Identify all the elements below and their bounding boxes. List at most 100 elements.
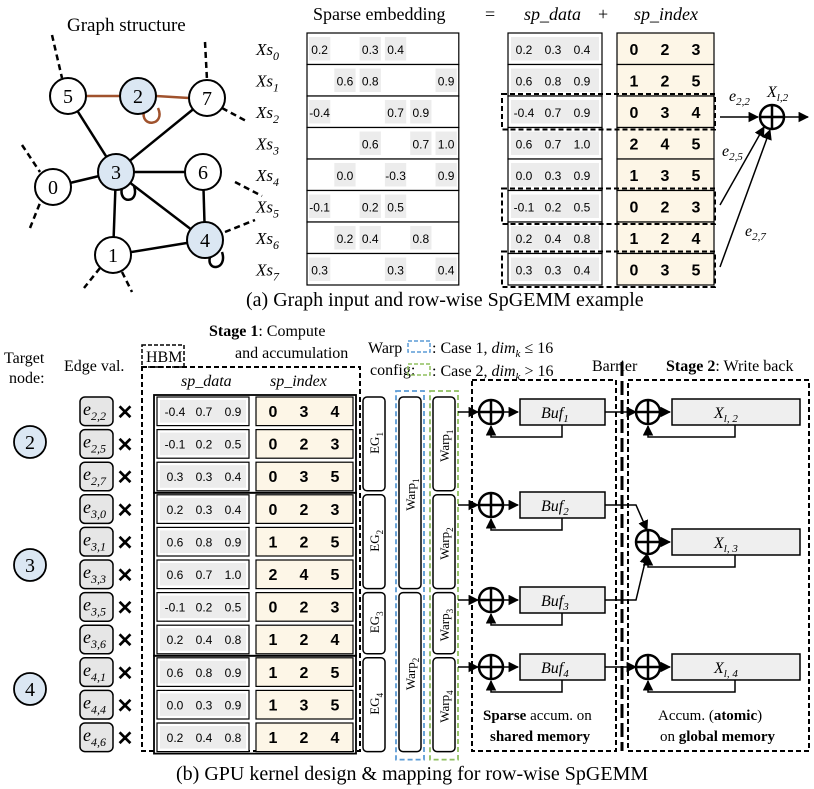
hbm-sp-data-bg	[160, 563, 246, 586]
edge-value-e4-4: e4,4	[83, 692, 106, 716]
sparse-value: 1.0	[438, 138, 455, 152]
hbm-sp-index-header: sp_index	[270, 373, 327, 390]
sp-data-value: 1.0	[574, 138, 591, 152]
sp-data-value: 0.9	[574, 75, 591, 89]
edge-group-box	[362, 396, 386, 492]
sparse-value: 0.9	[438, 75, 455, 89]
edge-value-box	[79, 396, 114, 427]
aggregation-arrows: e2,2e2,5e2,7 Xl,2	[719, 84, 810, 268]
output-box	[671, 528, 801, 556]
graph-node-7	[188, 79, 226, 117]
sp-data-bg	[511, 163, 599, 187]
hbm-sp-index-row	[255, 494, 354, 524]
hbm-sp-index-value: 3	[331, 437, 340, 454]
sp-index-value: 0	[630, 200, 639, 217]
buffer-2: Buf2	[541, 498, 569, 518]
graph-node-label-2: 2	[133, 86, 143, 108]
graph-node-label-6: 6	[198, 162, 208, 184]
sparse-cell	[334, 68, 356, 92]
hbm-sp-data-value: 0.4	[196, 633, 213, 647]
row-label-xs7: Xs7	[255, 261, 280, 284]
sparse-cell	[410, 131, 432, 155]
sp-data-bg	[511, 131, 599, 155]
stage2-label: Stage 2: Write back	[666, 358, 793, 375]
warp-case2-2: Warp2	[437, 527, 455, 559]
sp-index-row	[616, 189, 715, 223]
multiply-icon: ✕	[117, 565, 134, 587]
hbm-sp-data-value: 0.3	[196, 698, 213, 712]
hbm-sp-data-value: 0.2	[196, 438, 213, 452]
hbm-sp-index-value: 3	[331, 502, 340, 519]
sp-index-value: 3	[692, 200, 701, 217]
stage1-label: Stage 1: Compute	[209, 323, 325, 340]
target-node-label-2: 2	[25, 432, 35, 454]
sp-data-value: 0.6	[516, 138, 533, 152]
edge-value-box	[79, 559, 114, 590]
hbm-sp-data-value: 0.2	[196, 601, 213, 615]
edge-group-EG3: EG3	[367, 611, 385, 633]
sp-index-value: 1	[630, 74, 639, 91]
edge-label-e2-5: e2,5	[722, 143, 743, 163]
selected-row-outline	[501, 187, 716, 225]
hbm-sp-data-value: 0.8	[196, 535, 213, 549]
multiply-icon: ✕	[117, 532, 134, 554]
sparse-value: 0.8	[413, 232, 430, 246]
output-box	[671, 398, 801, 426]
edge-value-box	[79, 526, 114, 557]
self-loop-2	[142, 107, 161, 124]
warp-case1-label: : Case 1, dimk ≤ 16	[432, 340, 553, 360]
graph-node-2	[119, 77, 157, 115]
sparse-cell	[410, 100, 432, 124]
selected-row-outline	[501, 93, 716, 131]
sp-index-value: 3	[692, 42, 701, 59]
hbm-sp-index-value: 0	[269, 502, 278, 519]
hbm-sp-index-value: 0	[269, 404, 278, 421]
graph-node-3	[97, 153, 135, 191]
graph-dangling-edge	[28, 197, 44, 229]
writeback-arrow	[605, 552, 650, 601]
graph-dangling-edge	[120, 271, 134, 293]
hbm-sp-data-bg	[160, 726, 246, 749]
sparse-value: 0.3	[311, 264, 328, 278]
hbm-sp-index-value: 1	[269, 534, 278, 551]
sparse-cell	[359, 194, 381, 218]
sp-index-value: 0	[630, 105, 639, 122]
edge-value-box	[79, 689, 114, 720]
hbm-sp-index-value: 2	[300, 600, 309, 617]
sp-index-value: 2	[661, 231, 670, 248]
row-label-xs6: Xs6	[255, 229, 279, 252]
hbm-sp-index-value: 3	[300, 469, 309, 486]
multiply-icon: ✕	[117, 630, 134, 652]
target-node-3	[13, 548, 47, 582]
sparse-value: 0.4	[438, 264, 455, 278]
warp-case1-1: Warp1	[403, 478, 421, 510]
sp-data-value: 0.7	[545, 138, 562, 152]
stage1-label-2: and accumulation	[235, 345, 348, 362]
hbm-sp-data-value: 0.6	[167, 535, 184, 549]
hbm-region	[141, 366, 361, 752]
sp-index-value: 2	[661, 200, 670, 217]
graph-dangling-edge	[224, 218, 256, 234]
warp-green-box	[432, 396, 456, 492]
graph-node-6	[184, 153, 222, 191]
buffer-box	[519, 653, 606, 681]
sp-index-value: 4	[661, 137, 670, 154]
sparse-value: 0.9	[413, 106, 430, 120]
sp-data-header: sp_data	[524, 4, 581, 24]
shared-memory-note: Sparse accum. on	[483, 708, 592, 724]
hbm-sp-data-value: 0.7	[196, 568, 213, 582]
sp-index-row	[616, 221, 715, 255]
sp-index-value: 2	[661, 74, 670, 91]
sp-index-value: 2	[661, 42, 670, 59]
warp-case2-outline	[429, 390, 459, 761]
sp-index-value: 1	[630, 168, 639, 185]
hbm-sp-index-value: 0	[269, 437, 278, 454]
graph-dangling-edge	[50, 34, 64, 79]
sparse-cell	[384, 37, 407, 61]
output-feedback-arrow	[642, 679, 736, 693]
hbm-sp-data-value: 0.2	[167, 731, 184, 745]
hbm-sp-index-value: 0	[269, 469, 278, 486]
hbm-sp-data-value: 0.9	[225, 698, 242, 712]
